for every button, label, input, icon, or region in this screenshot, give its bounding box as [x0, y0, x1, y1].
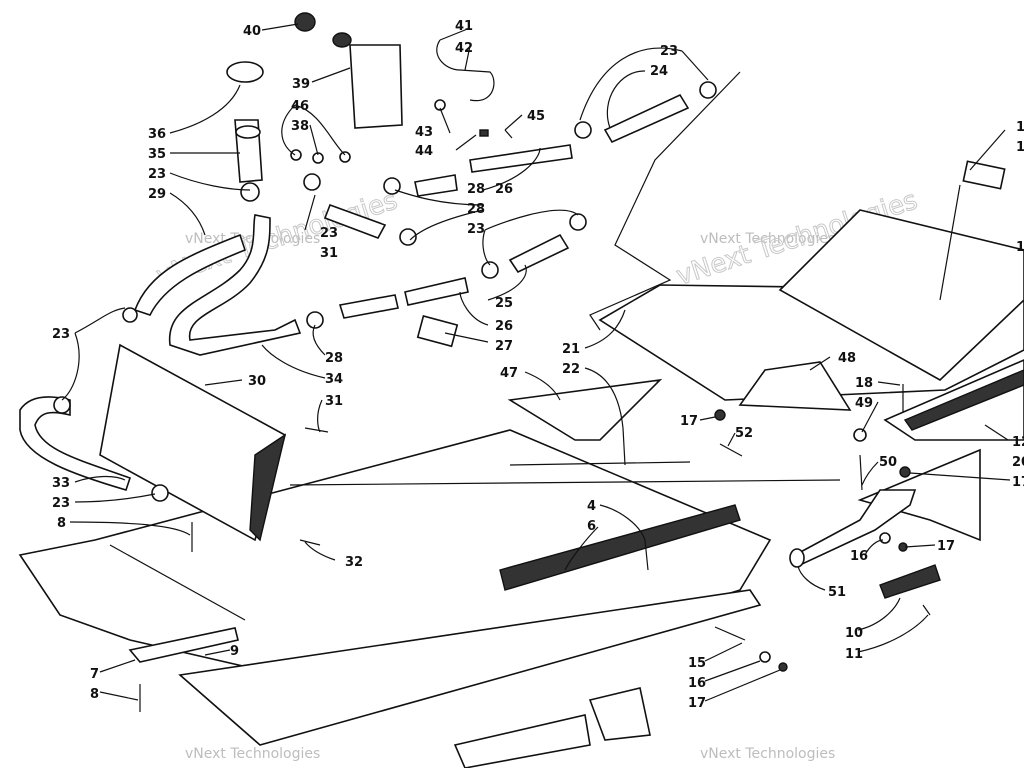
label-47: 47	[500, 366, 518, 381]
label-11: 11	[845, 647, 863, 662]
label-6: 6	[587, 519, 596, 534]
part-labels: 40 41 42 39 36 46 38 43 44 45 35 23 29 2…	[52, 19, 1024, 711]
label-32: 32	[345, 555, 363, 570]
label-7: 7	[90, 667, 99, 682]
label-44: 44	[415, 144, 433, 159]
label-23-a: 23	[148, 167, 166, 182]
label-23-c: 23	[660, 44, 678, 59]
label-20: 20	[1012, 455, 1024, 470]
label-8-b: 8	[90, 687, 99, 702]
rail-4-6	[499, 504, 741, 591]
label-21: 21	[562, 342, 580, 357]
plate-10	[879, 564, 941, 599]
label-31-a: 31	[320, 246, 338, 261]
watermark-2: vNext Technologies	[700, 231, 835, 247]
label-52: 52	[735, 426, 753, 441]
label-22: 22	[562, 362, 580, 377]
label-28-c: 28	[325, 351, 343, 366]
label-10: 10	[845, 626, 863, 641]
label-18: 18	[855, 376, 873, 391]
label-49: 49	[855, 396, 873, 411]
label-9: 9	[230, 644, 239, 659]
label-46: 46	[291, 99, 309, 114]
watermark-3: vNext Technologies	[185, 746, 320, 762]
label-1-c: 1	[1016, 240, 1024, 255]
hose-assemblies	[19, 93, 690, 491]
label-45: 45	[527, 109, 545, 124]
label-1-a: 1	[1016, 120, 1024, 135]
label-23-d: 23	[467, 222, 485, 237]
label-24: 24	[650, 64, 668, 79]
label-35: 35	[148, 147, 166, 162]
label-31-b: 31	[325, 394, 343, 409]
label-28-b: 28	[467, 202, 485, 217]
label-41: 41	[455, 19, 473, 34]
fasteners	[139, 129, 931, 712]
label-42: 42	[455, 41, 473, 56]
label-50: 50	[879, 455, 897, 470]
label-1-b: 1	[1016, 140, 1024, 155]
label-12: 12	[1012, 435, 1024, 450]
label-26-b: 26	[495, 319, 513, 334]
label-16-a: 16	[850, 549, 868, 564]
leader-lines	[61, 23, 1011, 702]
label-23-e: 23	[52, 327, 70, 342]
label-17-b: 17	[1012, 475, 1024, 490]
label-23-f: 23	[52, 496, 70, 511]
lower-brackets	[128, 627, 651, 768]
hose-clamps	[53, 81, 717, 502]
label-27: 27	[495, 339, 513, 354]
bracket-47	[507, 378, 663, 441]
label-26-a: 26	[495, 182, 513, 197]
label-17-d: 17	[688, 696, 706, 711]
label-8-a: 8	[57, 516, 66, 531]
label-51: 51	[828, 585, 846, 600]
heat-exchanger-panel	[99, 343, 287, 542]
watermark-4: vNext Technologies	[700, 746, 835, 762]
pipe-51	[789, 489, 917, 568]
label-36: 36	[148, 127, 166, 142]
label-39: 39	[292, 77, 310, 92]
label-25: 25	[495, 296, 513, 311]
chassis-sheet	[18, 429, 841, 746]
label-16-b: 16	[688, 676, 706, 691]
label-33: 33	[52, 476, 70, 491]
label-34: 34	[325, 372, 343, 387]
label-17-a: 17	[680, 414, 698, 429]
label-30: 30	[248, 374, 266, 389]
label-17-c: 17	[937, 539, 955, 554]
label-38: 38	[291, 119, 309, 134]
label-43: 43	[415, 125, 433, 140]
bracket-48	[738, 361, 852, 411]
boundary-lines	[589, 71, 741, 331]
rear-bumper-assembly	[598, 160, 1024, 542]
label-29: 29	[148, 187, 166, 202]
coolant-tank-group	[226, 12, 495, 348]
label-48: 48	[838, 351, 856, 366]
label-40: 40	[243, 24, 261, 39]
label-15: 15	[688, 656, 706, 671]
label-4: 4	[587, 499, 596, 514]
label-28-a: 28	[467, 182, 485, 197]
label-23-b: 23	[320, 226, 338, 241]
